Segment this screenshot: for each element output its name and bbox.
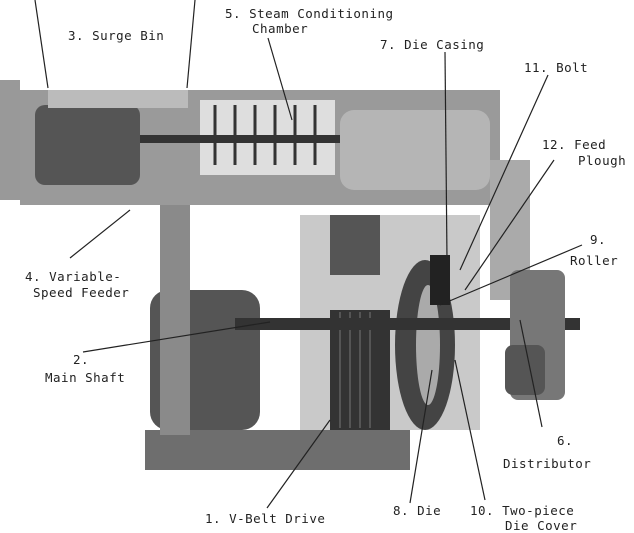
- feed-spout: [340, 110, 490, 190]
- end-plate: [0, 80, 20, 200]
- distributor-hub: [505, 345, 545, 395]
- die-face: [416, 285, 440, 405]
- label-die-cover: 10. Two-piece: [470, 503, 575, 518]
- main-shaft: [235, 318, 580, 330]
- label-die: 8. Die: [393, 503, 442, 518]
- label-steam-chamber-2: Chamber: [252, 21, 309, 36]
- leader-lines: [34, 0, 583, 509]
- label-v-belt-drive: 1. V-Belt Drive: [205, 511, 326, 526]
- label-feed-plough-2: Plough: [578, 153, 627, 168]
- label-distributor: Distributor: [503, 456, 592, 471]
- machine-base: [145, 430, 410, 470]
- label-feeder: 4. Variable-: [25, 269, 122, 284]
- label-roller-number: 9.: [590, 232, 607, 247]
- surge-bin: [48, 90, 188, 108]
- label-surge-bin: 3. Surge Bin: [68, 28, 165, 43]
- frame-column: [160, 205, 190, 435]
- label-distributor-number: 6.: [557, 433, 574, 448]
- motor: [35, 105, 140, 185]
- label-feed-plough: 12. Feed: [542, 137, 607, 152]
- label-die-cover-2: Die Cover: [505, 518, 578, 533]
- belt-grooves: [339, 312, 371, 428]
- roller-block: [430, 255, 450, 305]
- label-roller: Roller: [570, 253, 619, 268]
- label-steam-chamber: 5. Steam Conditioning: [225, 6, 394, 21]
- label-bolt: 11. Bolt: [524, 60, 589, 75]
- casing-gear: [330, 215, 380, 275]
- feeder-shaft: [140, 135, 340, 143]
- label-main-shaft: Main Shaft: [45, 370, 126, 385]
- label-die-casing: 7. Die Casing: [380, 37, 485, 52]
- label-feeder-2: Speed Feeder: [33, 285, 130, 300]
- label-main-shaft-number: 2.: [73, 352, 90, 367]
